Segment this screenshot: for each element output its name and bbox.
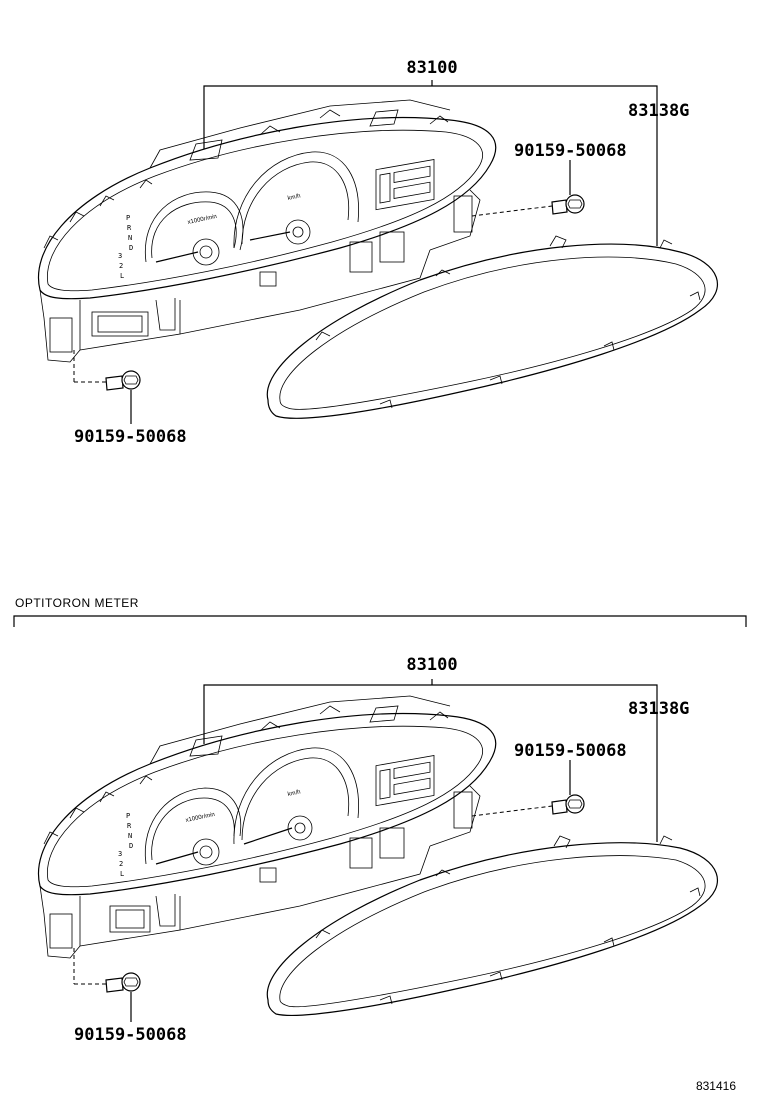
glass-part-number-top: 83138G bbox=[628, 101, 689, 121]
assembly-group-bottom: 83100 83138G bbox=[38, 655, 718, 1045]
cluster-leader-bottom bbox=[203, 679, 658, 842]
section-title: OPTITORON METER bbox=[15, 596, 139, 610]
screw-left-part-number-bottom: 90159-50068 bbox=[74, 1025, 187, 1045]
svg-text:L: L bbox=[120, 272, 124, 280]
screw-right-bottom bbox=[471, 760, 585, 817]
cluster-leader-top bbox=[203, 80, 658, 246]
lcd-display-top bbox=[375, 159, 435, 211]
svg-text:2: 2 bbox=[119, 262, 123, 270]
screw-right-top bbox=[471, 160, 585, 217]
svg-text:2: 2 bbox=[119, 860, 123, 868]
speedometer-label-top: km/h bbox=[287, 193, 301, 202]
screw-left-part-number-top: 90159-50068 bbox=[74, 427, 187, 447]
instrument-cluster-top bbox=[38, 99, 497, 363]
instrument-cluster-bottom bbox=[38, 695, 497, 959]
glass-part-number-bottom: 83138G bbox=[628, 699, 689, 719]
meter-glass-bottom bbox=[266, 835, 718, 1016]
section-header: OPTITORON METER bbox=[13, 596, 747, 627]
svg-text:P: P bbox=[126, 214, 130, 222]
svg-text:D: D bbox=[129, 842, 133, 850]
svg-text:R: R bbox=[127, 822, 132, 830]
diagram-reference-number: 831416 bbox=[696, 1079, 736, 1093]
svg-text:3: 3 bbox=[118, 850, 122, 858]
screw-right-part-number-top: 90159-50068 bbox=[514, 141, 627, 161]
speedometer-gauge-top: km/h bbox=[233, 151, 359, 249]
cluster-part-number-bottom: 83100 bbox=[406, 655, 457, 675]
gear-indicator-bottom: P R N D 3 2 L bbox=[118, 812, 133, 878]
svg-text:3: 3 bbox=[118, 252, 122, 260]
assembly-group-top: 83100 83138G bbox=[38, 58, 718, 447]
cluster-part-number-top: 83100 bbox=[406, 58, 457, 78]
screw-left-bottom bbox=[73, 948, 141, 1022]
svg-text:L: L bbox=[120, 870, 124, 878]
svg-text:D: D bbox=[129, 244, 133, 252]
meter-glass-top bbox=[266, 235, 718, 419]
speedometer-gauge-bottom: km/h bbox=[233, 747, 359, 845]
svg-text:N: N bbox=[128, 234, 132, 242]
lcd-display-bottom bbox=[375, 755, 435, 807]
screw-left-top bbox=[73, 350, 141, 424]
gear-indicator-top: P R N D 3 2 L bbox=[118, 214, 133, 280]
screw-right-part-number-bottom: 90159-50068 bbox=[514, 741, 627, 761]
svg-text:R: R bbox=[127, 224, 132, 232]
svg-text:N: N bbox=[128, 832, 132, 840]
svg-text:P: P bbox=[126, 812, 130, 820]
speedometer-label-bottom: km/h bbox=[287, 789, 301, 798]
